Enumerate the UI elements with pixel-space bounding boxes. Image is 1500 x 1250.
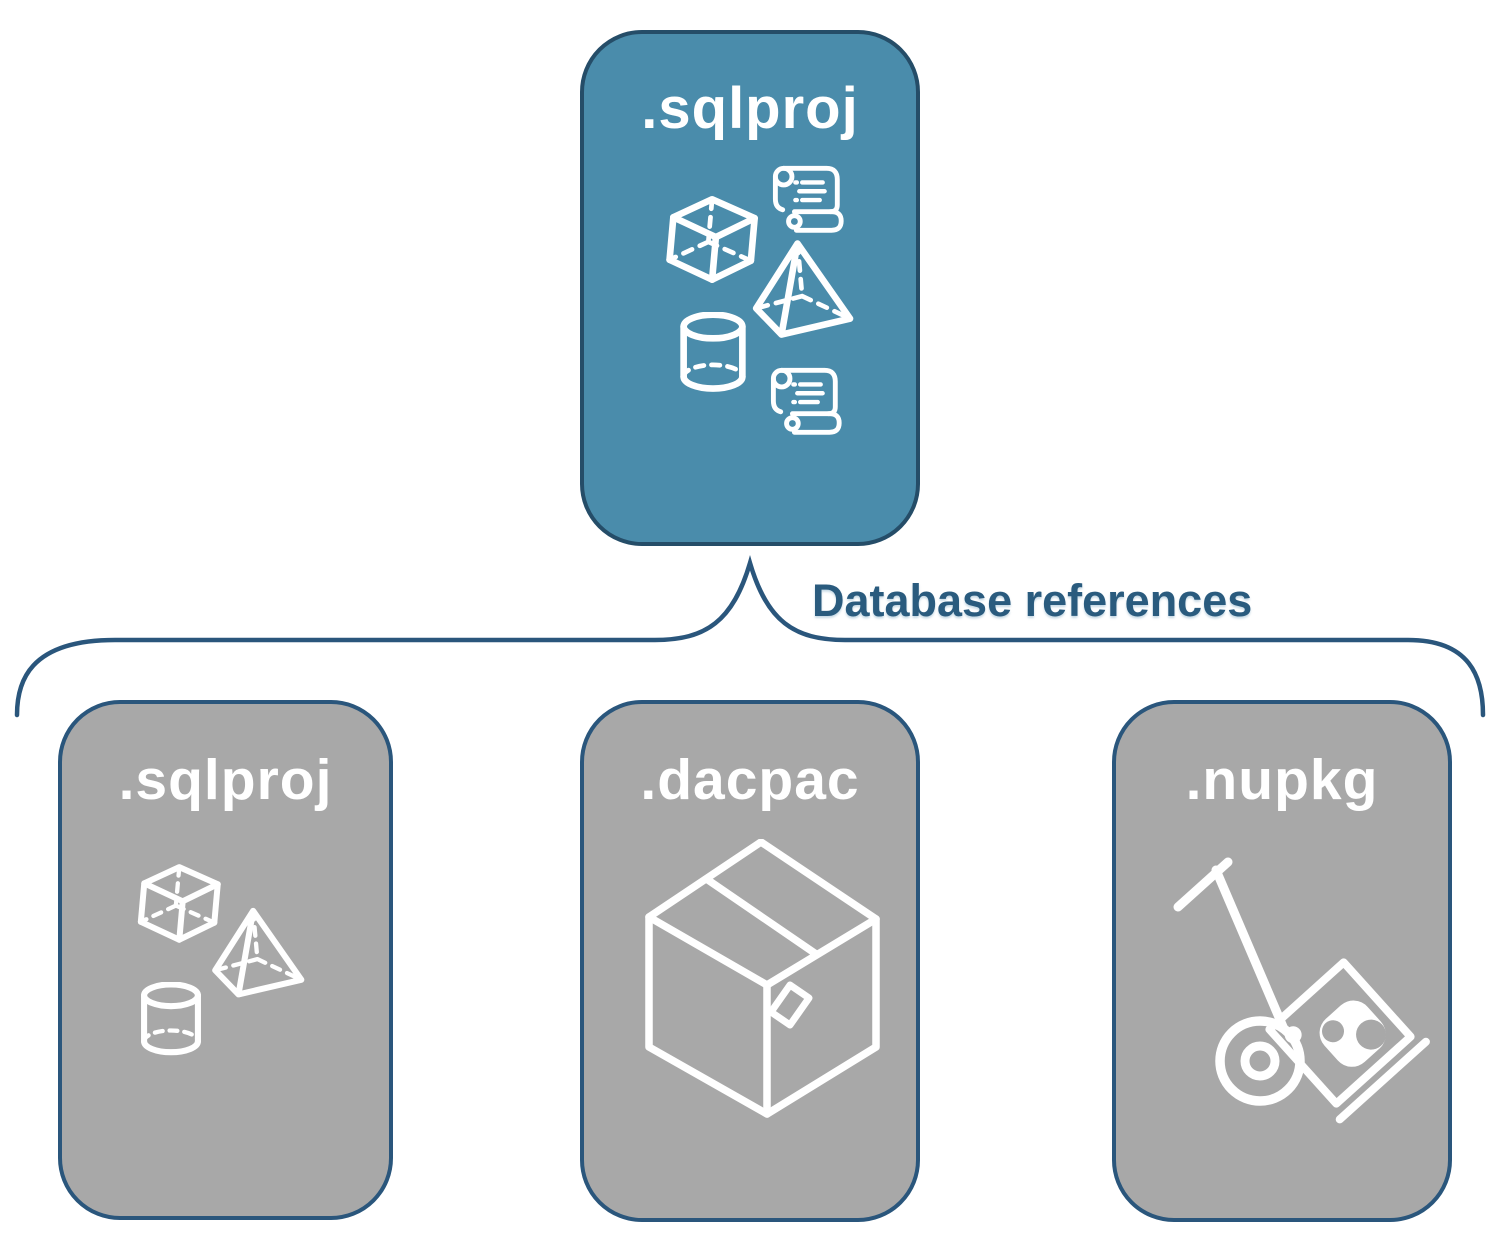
package-box-icon <box>645 839 880 1118</box>
child-card-title: .dacpac <box>640 748 860 812</box>
database-cylinder-icon <box>141 982 201 1056</box>
nuget-logo <box>1319 1000 1386 1067</box>
parent-card-sqlproj: .sqlproj <box>580 30 920 546</box>
pyramid-icon <box>752 240 854 338</box>
brace-connector <box>14 555 1486 718</box>
parent-card-title: .sqlproj <box>641 76 859 141</box>
hand-truck-nuget-icon <box>1173 857 1430 1124</box>
child-card-title: .nupkg <box>1185 748 1379 812</box>
cube-icon <box>666 195 758 283</box>
hand-truck-handle <box>1173 857 1289 1034</box>
cube-icon <box>137 864 221 943</box>
nuget-package <box>1265 958 1430 1124</box>
script-scroll-icon <box>772 165 844 233</box>
child-card-sqlproj: .sqlproj <box>58 700 393 1220</box>
database-cylinder-icon <box>680 312 746 392</box>
child-card-nupkg: .nupkg <box>1112 700 1452 1222</box>
child-card-dacpac: .dacpac <box>580 700 920 1222</box>
pyramid-icon <box>212 907 305 998</box>
hand-truck-toe-plate <box>1335 1037 1430 1124</box>
connector-label: Database references <box>812 575 1253 626</box>
script-scroll-icon <box>770 367 842 435</box>
child-card-title: .sqlproj <box>118 748 333 812</box>
